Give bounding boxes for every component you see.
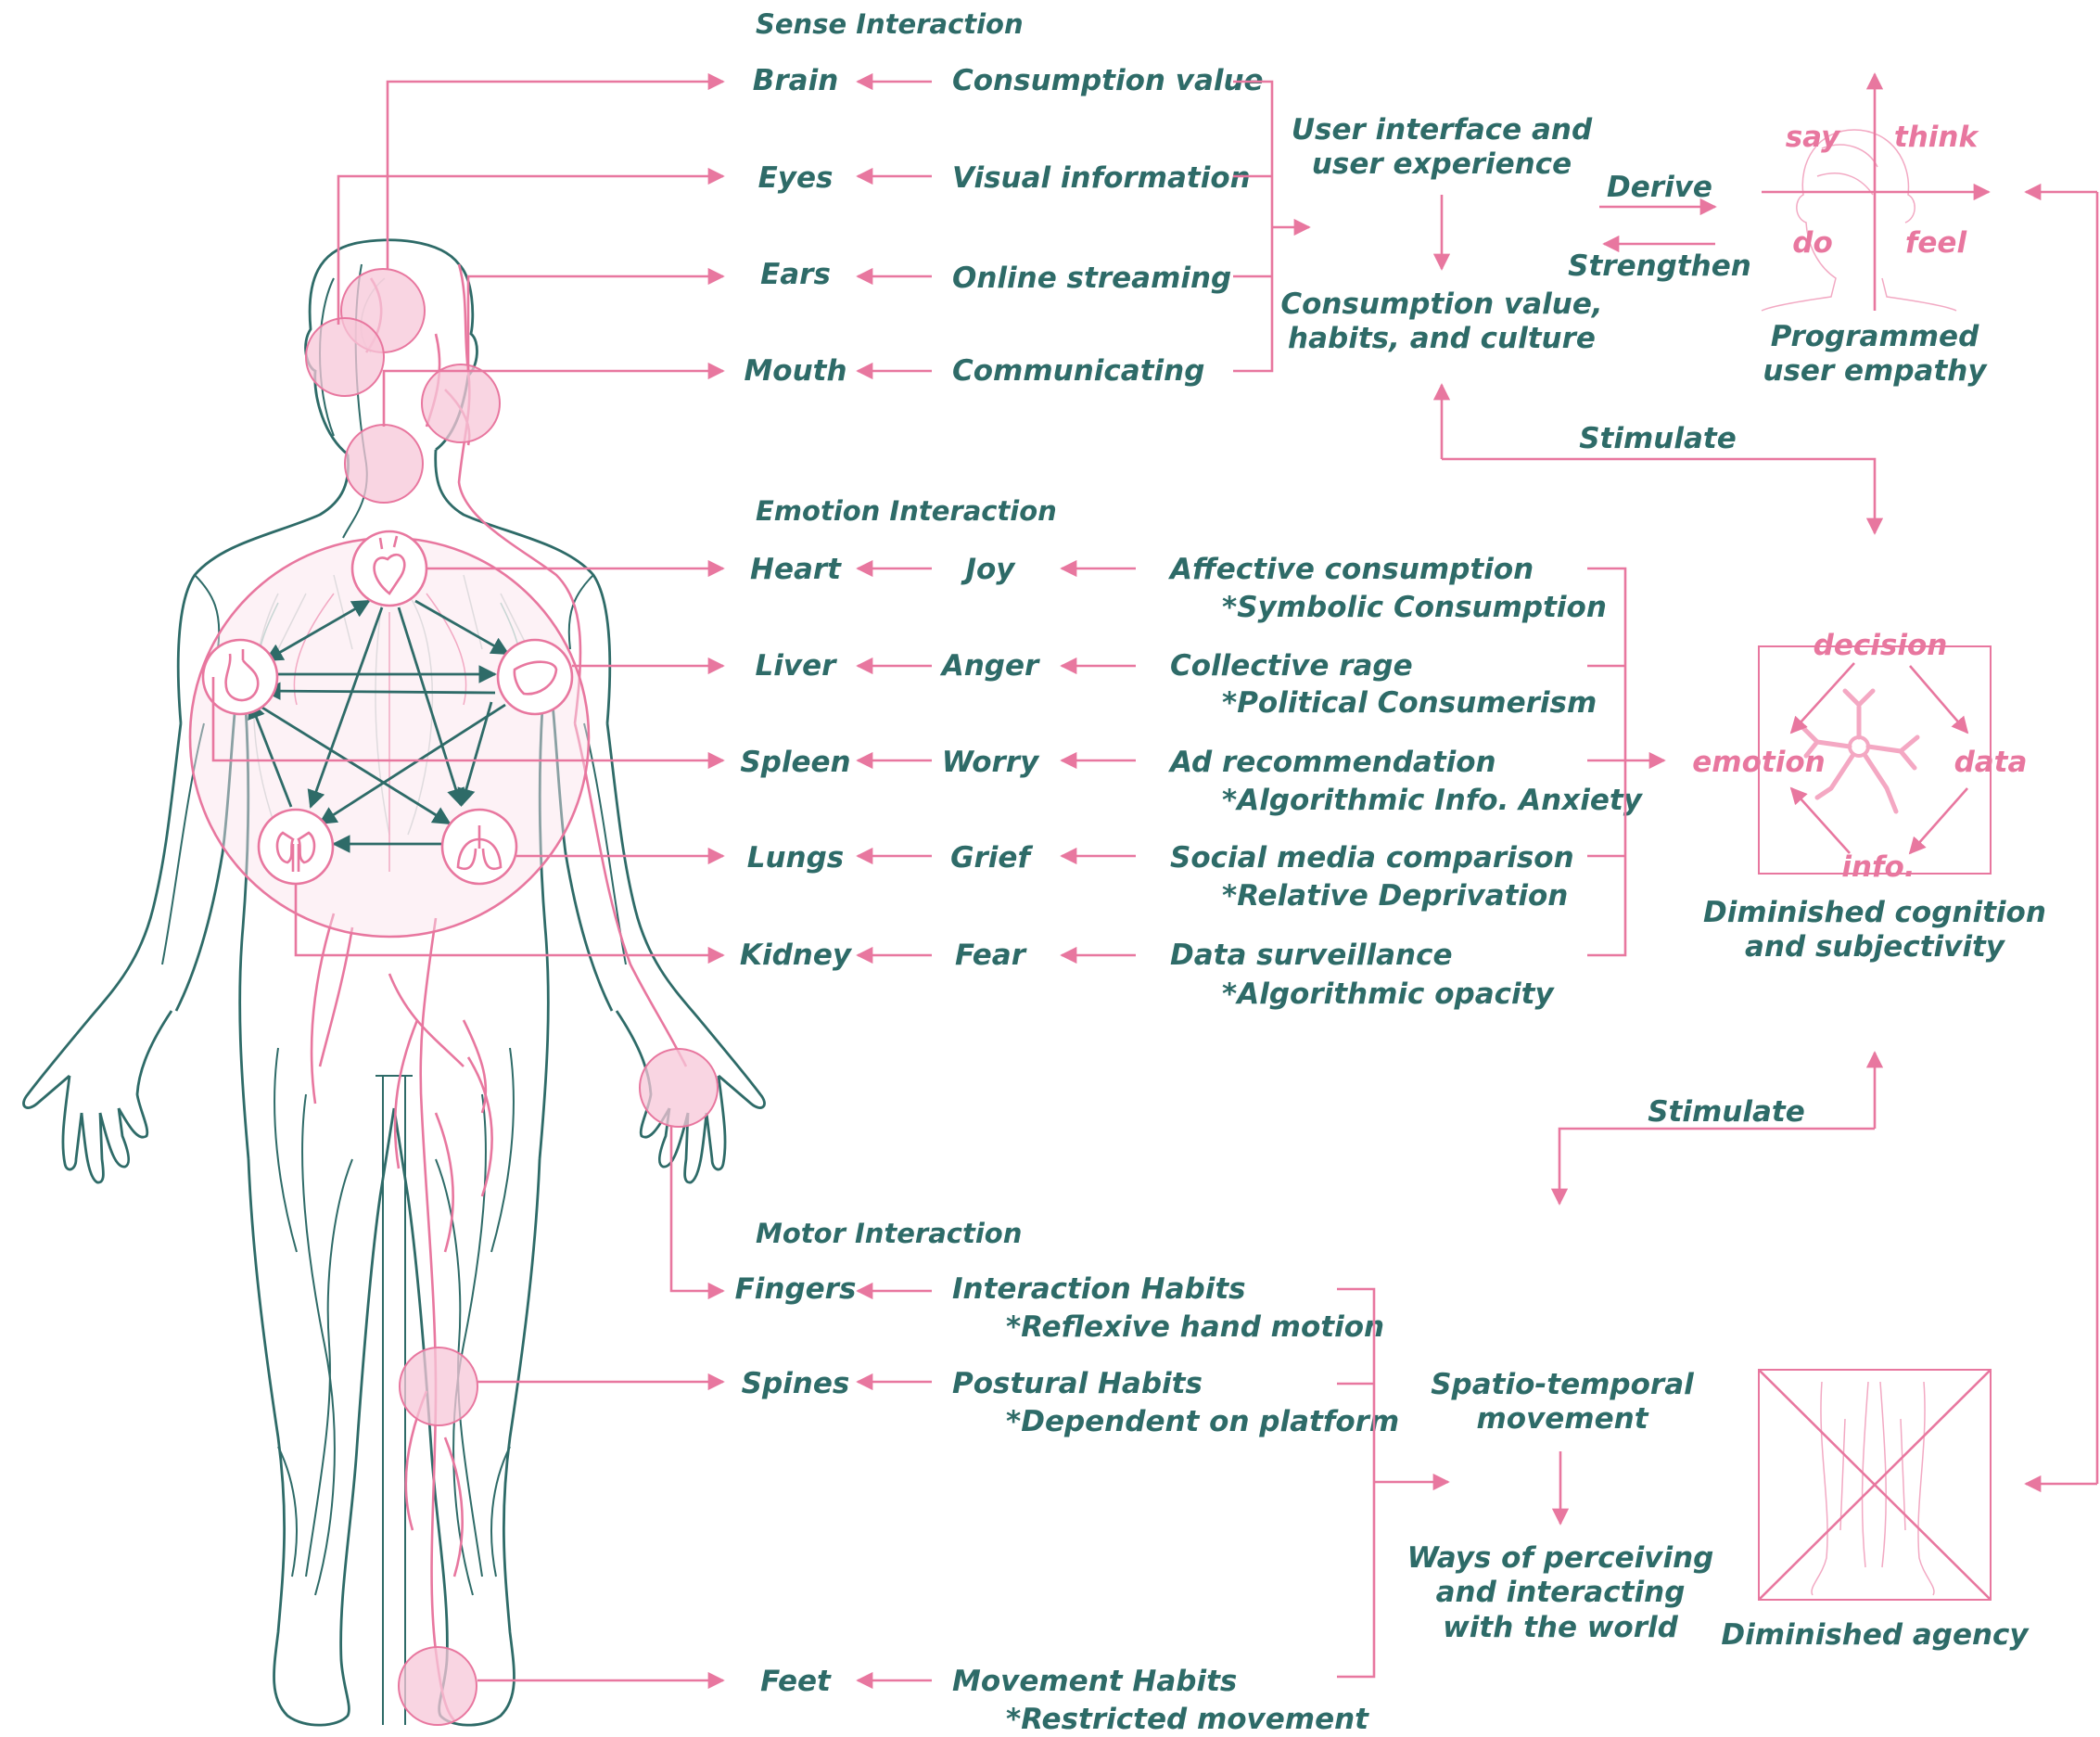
lungs-icon [442, 810, 516, 884]
sense-title: Sense Interaction [756, 8, 1024, 40]
stimulate-top-connector: Stimulate [1442, 385, 1875, 533]
ui-ux-flow: User interface and user experience Consu… [1280, 113, 1751, 355]
emotion-organ-lungs: Lungs [747, 841, 845, 875]
motor-habit-movement: Movement Habits [952, 1665, 1237, 1698]
cognition-data: data [1954, 746, 2028, 779]
note-algorithmic-info-anxiety: *Algorithmic Info. Anxiety [1222, 784, 1644, 817]
emotion-grief: Grief [950, 841, 1033, 875]
ui-ux-line-2: user experience [1312, 147, 1572, 181]
consumption-culture-line-1: Consumption value, [1280, 287, 1602, 321]
empathy-caption-line-2: user empathy [1763, 354, 1988, 388]
liver-icon [498, 640, 572, 714]
cognition-info: info. [1841, 850, 1915, 884]
agency-diagram: Diminished agency [1721, 1370, 2030, 1652]
motor-note-dependent-on-platform: *Dependent on platform [1006, 1405, 1399, 1438]
empathy-feel: feel [1905, 226, 1967, 260]
cause-affective-consumption: Affective consumption [1167, 553, 1534, 586]
cognition-caption-line-1: Diminished cognition [1703, 896, 2046, 929]
heart-icon [352, 531, 426, 606]
human-body-figure [23, 240, 764, 1725]
mouth-bubble [345, 425, 423, 503]
empathy-say: say [1786, 121, 1841, 154]
emotion-organ-heart: Heart [750, 553, 842, 586]
sense-organ-mouth: Mouth [744, 354, 846, 388]
cognition-diagram: decision emotion data info. Diminished c… [1692, 629, 2046, 964]
sense-factor-consumption-value: Consumption value [952, 64, 1264, 97]
cognition-emotion: emotion [1692, 746, 1825, 779]
cause-ad-recommendation: Ad recommendation [1167, 746, 1496, 779]
emotion-worry: Worry [942, 746, 1040, 779]
cause-collective-rage: Collective rage [1170, 649, 1413, 683]
ui-ux-line-1: User interface and [1292, 113, 1593, 147]
emotion-fear: Fear [955, 939, 1027, 972]
empathy-do: do [1792, 226, 1833, 260]
motor-habit-interaction: Interaction Habits [952, 1272, 1246, 1306]
motor-organ-feet: Feet [760, 1665, 832, 1698]
stimulate-bottom-label: Stimulate [1648, 1095, 1805, 1129]
emotion-organ-kidney: Kidney [740, 939, 853, 972]
perceiving-line-1: Ways of perceiving [1407, 1541, 1714, 1575]
cause-social-media-comparison: Social media comparison [1170, 841, 1574, 875]
sense-factor-communicating: Communicating [952, 354, 1204, 388]
movement-line-1: Spatio-temporal [1431, 1368, 1694, 1401]
eye-bubble [306, 318, 384, 396]
stimulate-top-label: Stimulate [1579, 422, 1737, 455]
emotion-anger: Anger [939, 649, 1040, 683]
sense-organ-ears: Ears [760, 258, 831, 291]
emotion-title: Emotion Interaction [756, 495, 1057, 527]
movement-flow: Spatio-temporal movement Ways of perceiv… [1407, 1368, 1714, 1644]
emotion-organ-liver: Liver [756, 649, 838, 683]
stimulate-bottom-connector: Stimulate [1559, 1053, 1875, 1204]
hand-bubble [640, 1049, 718, 1127]
emotion-organ-spleen: Spleen [740, 746, 850, 779]
motor-organ-spines: Spines [742, 1367, 850, 1400]
motor-title: Motor Interaction [756, 1218, 1022, 1249]
sense-organ-eyes: Eyes [758, 161, 834, 195]
note-symbolic-consumption: *Symbolic Consumption [1222, 591, 1607, 624]
empathy-map: say think do feel Programmed user empath… [1762, 74, 1989, 388]
sense-organ-brain: Brain [753, 64, 839, 97]
note-relative-deprivation: *Relative Deprivation [1222, 879, 1568, 913]
note-political-consumerism: *Political Consumerism [1222, 686, 1597, 720]
sense-factor-online-streaming: Online streaming [952, 262, 1231, 295]
sense-factor-visual-information: Visual information [952, 161, 1251, 195]
perceiving-line-2: and interacting [1436, 1576, 1686, 1609]
motor-organ-fingers: Fingers [735, 1272, 857, 1306]
cause-data-surveillance: Data surveillance [1170, 939, 1453, 972]
perceiving-line-3: with the world [1443, 1611, 1679, 1644]
consumption-culture-line-2: habits, and culture [1288, 322, 1596, 355]
ear-bubble [422, 364, 500, 442]
motor-interaction-section: Motor Interaction Fingers Spines Feet In… [477, 1127, 1448, 1736]
motor-note-reflexive-hand-motion: *Reflexive hand motion [1006, 1310, 1384, 1344]
sense-interaction-section: Sense Interaction Brain Eyes Ears Mouth … [338, 8, 1309, 427]
kidney-icon [259, 810, 333, 884]
foot-bubble [399, 1647, 477, 1725]
spine-bubble [400, 1347, 477, 1425]
emotion-joy: Joy [960, 553, 1016, 586]
cognition-caption-line-2: and subjectivity [1745, 930, 2006, 964]
derive-label: Derive [1607, 171, 1712, 204]
agency-caption: Diminished agency [1721, 1618, 2030, 1652]
motor-note-restricted-movement: *Restricted movement [1006, 1703, 1369, 1736]
cognition-decision: decision [1814, 629, 1948, 662]
empathy-caption-line-1: Programmed [1771, 320, 1979, 353]
motor-habit-postural: Postural Habits [952, 1367, 1203, 1400]
empathy-think: think [1894, 121, 1980, 154]
strengthen-label: Strengthen [1568, 249, 1751, 283]
movement-line-2: movement [1476, 1402, 1648, 1436]
note-algorithmic-opacity: *Algorithmic opacity [1222, 977, 1555, 1011]
